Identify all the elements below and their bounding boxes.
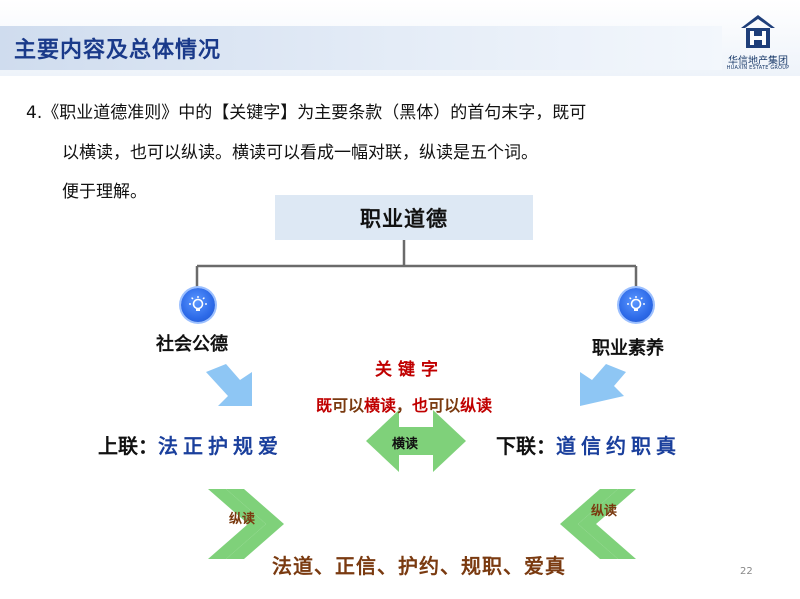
keyword-title: 关键字: [375, 360, 444, 380]
tree-connectors: [195, 240, 638, 287]
horizontal-arrow-label: 横读: [392, 437, 419, 452]
logo-text-cn: 华信地产集团: [728, 56, 788, 67]
logo-mark: [741, 15, 775, 48]
lower-couplet: 下联：道信约职真: [496, 430, 681, 459]
lower-couplet-words: 道信约职真: [556, 434, 681, 458]
root-node: 职业道德: [275, 195, 533, 240]
page-number: 22: [740, 566, 753, 577]
upper-couplet-words: 法正护规爱: [158, 434, 283, 458]
left-vertical-arrow: [208, 489, 284, 559]
header-bar: [0, 26, 722, 70]
upper-couplet: 上联：法正护规爱: [98, 430, 283, 459]
right-vertical-arrow: [560, 489, 636, 559]
keyword-part: 纵读: [460, 396, 493, 415]
page-title: 主要内容及总体情况: [14, 38, 222, 63]
keyword-part: 可以: [428, 396, 461, 415]
horizontal-double-arrow: [366, 410, 466, 472]
intro-line-2: 以横读，也可以纵读。横读可以看成一幅对联，纵读是五个词。: [62, 143, 538, 163]
logo-text-en: HUAXIN ESTATE GROUP: [726, 65, 790, 71]
lightbulb-icon: [181, 288, 215, 322]
keyword-part: 可以: [332, 396, 365, 415]
keyword-part: ，: [396, 396, 413, 415]
right-vertical-arrow-label: 纵读: [591, 504, 618, 519]
keyword-part: 横读: [364, 396, 397, 415]
intro-line-1: 4.《职业道德准则》中的【关键字】为主要条款（黑体）的首句末字，既可: [26, 103, 587, 123]
keyword-part: 既: [316, 396, 333, 415]
summary-words: 法道、正信、护约、规职、爱真: [272, 554, 566, 578]
left-down-arrow: [206, 364, 252, 406]
upper-couplet-label: 上联：: [98, 434, 158, 458]
company-logo: 华信地产集团 HUAXIN ESTATE GROUP: [726, 14, 790, 72]
keyword-line: 既可以横读，也可以纵读: [316, 392, 492, 416]
intro-line-3: 便于理解。: [62, 182, 147, 202]
lower-couplet-label: 下联：: [496, 434, 556, 458]
left-vertical-arrow-label: 纵读: [229, 512, 256, 527]
left-branch-label: 社会公德: [156, 334, 228, 355]
lightbulb-icon: [619, 288, 653, 322]
keyword-part: 也: [412, 396, 429, 415]
right-branch-label: 职业素养: [592, 338, 664, 359]
right-down-arrow: [580, 364, 626, 406]
